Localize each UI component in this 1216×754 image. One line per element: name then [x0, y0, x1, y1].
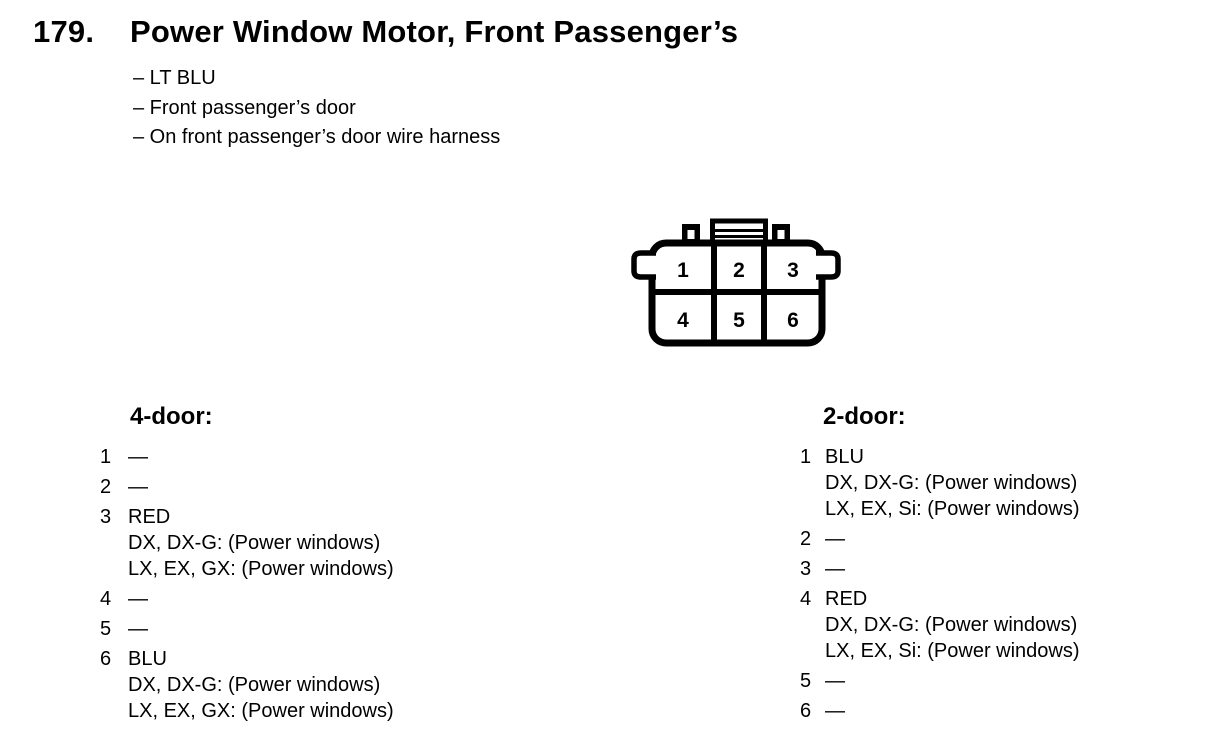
pin-wire-color: — — [825, 528, 845, 550]
pin-trim-note: LX, EX, GX: (Power windows) — [128, 558, 394, 580]
page-title: Power Window Motor, Front Passenger’s — [130, 14, 739, 49]
pin-wire-color: RED — [825, 588, 868, 610]
pin-body: — — [128, 444, 148, 470]
pin-trim-note: LX, EX, GX: (Power windows) — [128, 700, 394, 722]
pin-number: 6 — [100, 648, 112, 670]
pin-wire-color: — — [128, 588, 148, 610]
pin-wire-color: — — [825, 670, 845, 692]
pinout-heading-2door: 2-door: — [823, 403, 906, 430]
connector-diagram: 1 2 3 4 5 6 — [631, 218, 841, 347]
connector-cavity-3: 3 — [787, 259, 799, 282]
pin-body: — — [128, 586, 148, 612]
pin-body: — — [825, 668, 845, 694]
pin-wire-color: — — [825, 558, 845, 580]
pin-wire-color: BLU — [128, 648, 167, 670]
note-item: – LT BLU — [133, 67, 216, 89]
pin-row: 3— — [800, 556, 1080, 582]
pin-number: 1 — [800, 446, 812, 468]
pin-number: 4 — [800, 588, 812, 610]
pin-body: RED DX, DX-G: (Power windows) LX, EX, GX: … — [128, 504, 394, 582]
pin-row: 1 BLU DX, DX-G: (Power windows) LX, EX, Si:… — [800, 444, 1080, 522]
pin-number: 5 — [100, 618, 112, 640]
pin-number: 2 — [100, 476, 112, 498]
pin-row: 6 BLU DX, DX-G: (Power windows) LX, EX, GX:… — [100, 646, 394, 724]
pin-number: 2 — [800, 528, 812, 550]
pin-number: 3 — [100, 506, 112, 528]
pin-wire-color: — — [128, 446, 148, 468]
pin-body: — — [128, 616, 148, 642]
connector-cavity-5: 5 — [733, 309, 745, 332]
pin-row: 4— — [100, 586, 394, 612]
connector-notes: – LT BLU – Front passenger’s door – On fro… — [133, 64, 500, 153]
pin-trim-note: DX, DX-G: (Power windows) — [128, 674, 381, 696]
pin-body: — — [825, 698, 845, 724]
pin-wire-color: — — [128, 476, 148, 498]
connector-top-tab-left — [682, 224, 700, 244]
pinout-heading-4door: 4-door: — [130, 403, 213, 430]
pin-wire-color: RED — [128, 506, 171, 528]
connector-ear-right — [816, 250, 841, 280]
pin-body: BLU DX, DX-G: (Power windows) LX, EX, Si: … — [825, 444, 1080, 522]
connector-latch — [710, 218, 768, 247]
section-header: 179. Power Window Motor, Front Passenger… — [33, 14, 738, 50]
connector-ear-left — [631, 250, 656, 280]
pinout-2door: 2-door: 1 BLU DX, DX-G: (Power windows) LX,… — [800, 403, 1080, 724]
pin-trim-note: DX, DX-G: (Power windows) — [825, 472, 1078, 494]
connector-cavity-6: 6 — [787, 309, 799, 332]
pin-trim-note: DX, DX-G: (Power windows) — [825, 614, 1078, 636]
pin-number: 5 — [800, 670, 812, 692]
pin-row: 4 RED DX, DX-G: (Power windows) LX, EX, Si:… — [800, 586, 1080, 664]
connector-cavity-1: 1 — [677, 259, 689, 282]
pin-wire-color: BLU — [825, 446, 864, 468]
pin-trim-note: DX, DX-G: (Power windows) — [128, 532, 381, 554]
pin-number: 1 — [100, 446, 112, 468]
pin-wire-color: — — [825, 700, 845, 722]
item-number: 179. — [33, 14, 95, 49]
connector-top-tab-right — [772, 224, 790, 244]
connector-cavity-4: 4 — [677, 309, 689, 332]
pin-row: 5— — [800, 668, 1080, 694]
pin-body: — — [825, 556, 845, 582]
pin-body: — — [128, 474, 148, 500]
pin-trim-note: LX, EX, Si: (Power windows) — [825, 498, 1080, 520]
pin-list-2door: 1 BLU DX, DX-G: (Power windows) LX, EX, Si:… — [800, 444, 1080, 724]
pin-number: 6 — [800, 700, 812, 722]
pin-row: 6— — [800, 698, 1080, 724]
pin-wire-color: — — [128, 618, 148, 640]
pin-body: RED DX, DX-G: (Power windows) LX, EX, Si: … — [825, 586, 1080, 664]
pin-row: 2— — [800, 526, 1080, 552]
pin-trim-note: LX, EX, Si: (Power windows) — [825, 640, 1080, 662]
pin-row: 1— — [100, 444, 394, 470]
note-item: – On front passenger’s door wire harness — [133, 126, 501, 148]
pin-number: 3 — [800, 558, 812, 580]
pin-number: 4 — [100, 588, 112, 610]
pin-row: 3 RED DX, DX-G: (Power windows) LX, EX, GX:… — [100, 504, 394, 582]
note-item: – Front passenger’s door — [133, 96, 356, 119]
pin-row: 5— — [100, 616, 394, 642]
connector-cavity-2: 2 — [733, 259, 745, 282]
pin-body: BLU DX, DX-G: (Power windows) LX, EX, GX: … — [128, 646, 394, 724]
pin-body: — — [825, 526, 845, 552]
pin-row: 2— — [100, 474, 394, 500]
